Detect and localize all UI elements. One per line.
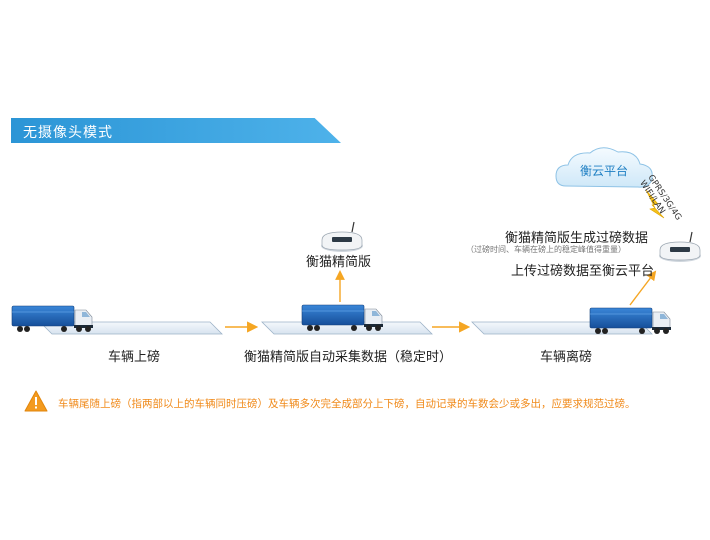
device-icon	[658, 231, 702, 263]
stage-onscale-label: 车辆上磅	[108, 350, 161, 365]
cloud-icon	[555, 147, 653, 188]
device-label: 衡猫精简版	[306, 255, 372, 270]
stage-collect-label: 衡猫精简版自动采集数据（稳定时）	[244, 350, 453, 365]
flow-arrow	[629, 270, 657, 306]
section-banner: 无摄像头模式	[11, 118, 341, 143]
network-label: GPRS/3G/4G WIFI/LAN	[637, 173, 685, 230]
upload-title: 衡猫精简版生成过磅数据	[505, 231, 649, 246]
upload-action: 上传过磅数据至衡云平台	[511, 264, 655, 279]
lightning-icon	[645, 189, 665, 219]
warning-icon	[24, 390, 48, 412]
banner-title: 无摄像头模式	[23, 125, 113, 141]
upload-note: （过磅时间、车辆在磅上的稳定峰值得重量）	[466, 245, 626, 254]
cloud-label: 衡云平台	[580, 163, 628, 178]
stage-leave-label: 车辆离磅	[540, 350, 593, 365]
warning-text: 车辆尾随上磅（指两部以上的车辆同时压磅）及车辆多次完全成部分上下磅，自动记录的车…	[58, 398, 636, 410]
device-icon	[320, 221, 364, 253]
